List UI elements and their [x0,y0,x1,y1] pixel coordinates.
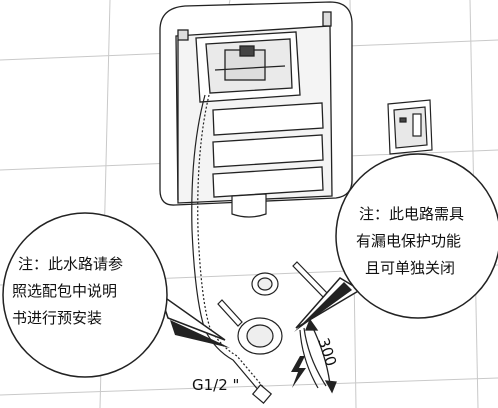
supply-fittings [217,261,331,355]
pipe-size-label: G1/2 " [192,376,239,394]
electric-cable [299,327,327,389]
electric-callout-line-3: 且可单独关闭 [365,259,455,277]
dimension-arrow [305,318,337,394]
electric-callout-line-2: 有漏电保护功能 [356,232,461,250]
water-callout-line-1: 注：此水路请参 [18,255,123,273]
dimension-label: 300 [314,336,340,369]
water-callout-line-3: 书进行预安装 [12,309,102,327]
cistern-frame [159,1,353,206]
water-hose [191,94,265,393]
hose-fitting [251,384,273,404]
water-callout: 注：此水路请参 照选配包中说明 书进行预安装 [2,212,230,378]
electric-callout: 注：此电路需具 有漏电保护功能 且可单独关闭 [294,153,498,332]
lightning-bolt-icon [291,356,306,388]
water-callout-line-2: 照选配包中说明 [12,282,117,300]
flush-pipe [231,193,267,218]
wall-switch-icon [387,99,433,155]
electric-callout-line-1: 注：此电路需具 [359,205,464,223]
